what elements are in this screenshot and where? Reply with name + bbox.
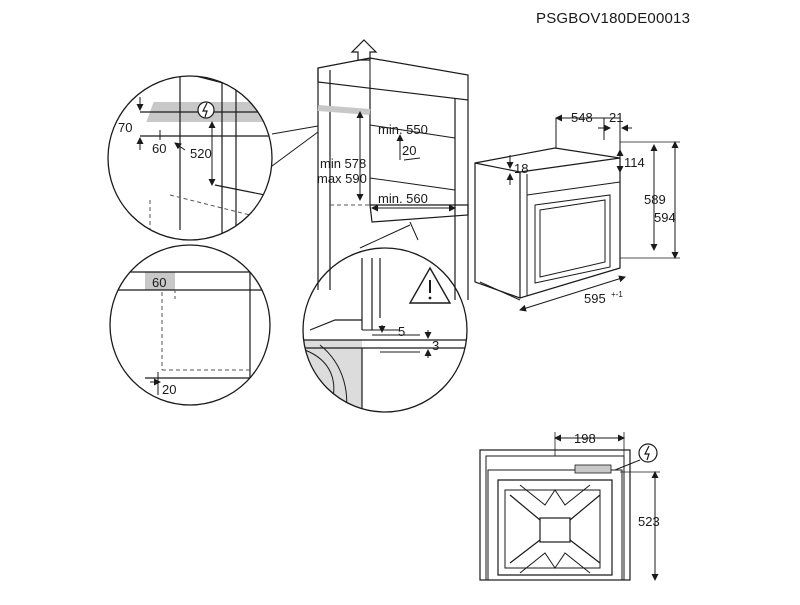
- dim-520: 520: [190, 146, 212, 161]
- dim-3: 3: [432, 338, 439, 353]
- dim-max-590: max 590: [317, 171, 367, 186]
- dim-min-550: min. 550: [378, 122, 428, 137]
- dim-60: 60: [152, 141, 166, 156]
- dim-5: 5: [398, 324, 405, 339]
- dim-18: 18: [514, 161, 528, 176]
- dim-198: 198: [574, 431, 596, 446]
- dim-595: 595: [584, 291, 606, 306]
- arrow-up-icon: [350, 39, 378, 61]
- document-code: PSGBOV180DE00013: [536, 10, 691, 27]
- dim-min-578: min 578: [320, 156, 366, 171]
- dim-523: 523: [638, 514, 660, 529]
- dim-min-560: min. 560: [378, 191, 428, 206]
- detail-circle-bottom-center: 5 3: [302, 224, 468, 413]
- dim-60: 60: [152, 275, 166, 290]
- dim-594: 594: [654, 210, 676, 225]
- detail-circle-top-left: 70 60 520: [107, 75, 319, 241]
- power-connection-icon: [638, 443, 658, 463]
- shaded-panel: [145, 272, 175, 290]
- dim-21: 21: [609, 110, 623, 125]
- warning-triangle-icon: [408, 266, 452, 304]
- cabinet-drawing: min. 550 20 min 578 max 590 min. 560: [317, 39, 469, 300]
- dim-548: 548: [571, 110, 593, 125]
- oven-drawing: 548 21 114 18 589 594 595 +-1: [474, 110, 680, 312]
- dim-589: 589: [644, 192, 666, 207]
- detail-circle-bottom-left: 60 20: [109, 244, 271, 406]
- dim-114: 114: [624, 155, 645, 170]
- dim-20: 20: [402, 143, 416, 158]
- dim-70: 70: [118, 120, 132, 135]
- dim-595-tolerance: +-1: [611, 290, 623, 299]
- rear-view-drawing: 198 523: [479, 431, 660, 581]
- power-connection-icon: [197, 101, 215, 119]
- dim-20: 20: [162, 382, 176, 397]
